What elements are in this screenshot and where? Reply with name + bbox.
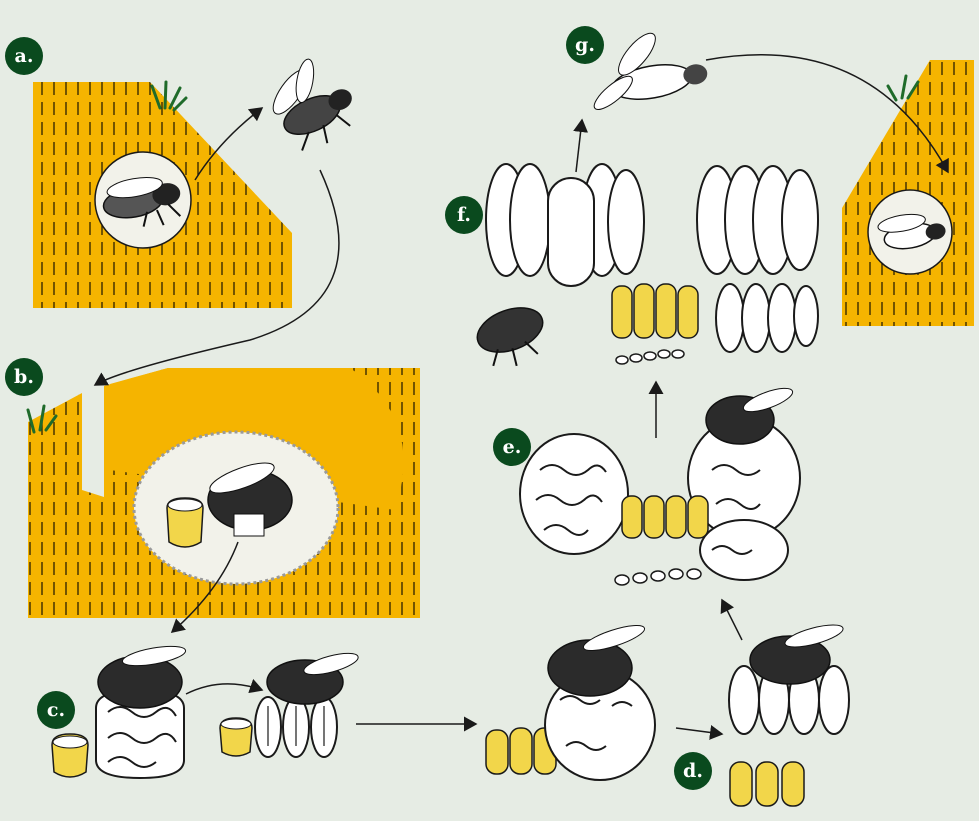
honey-pot-icon (612, 284, 698, 338)
stage-label-a: a. (5, 37, 43, 75)
stage-label-f: f. (445, 196, 483, 234)
honey-pot-icon (167, 498, 203, 547)
stage-label-c: c. (37, 691, 75, 729)
honey-pot-icon (730, 762, 804, 806)
queen-bee-icon (98, 643, 187, 708)
queen-cocoon (548, 178, 594, 286)
stage-label-d: d. (674, 752, 712, 790)
honey-pot-icon (220, 718, 252, 756)
bee-icon (254, 45, 365, 160)
honey-pot-icon (622, 496, 708, 538)
hibernation-soil (842, 60, 974, 326)
stage-label-b: b. (5, 358, 43, 396)
stage-label-g: g. (566, 26, 604, 64)
honey-pot-icon (52, 734, 88, 777)
stage-label-e: e. (493, 428, 531, 466)
cocoon-icon (255, 697, 337, 757)
egg-icon (616, 350, 684, 364)
queen-bee-icon (267, 649, 360, 704)
egg-icon (615, 569, 701, 585)
dead-bee-icon (471, 300, 554, 376)
